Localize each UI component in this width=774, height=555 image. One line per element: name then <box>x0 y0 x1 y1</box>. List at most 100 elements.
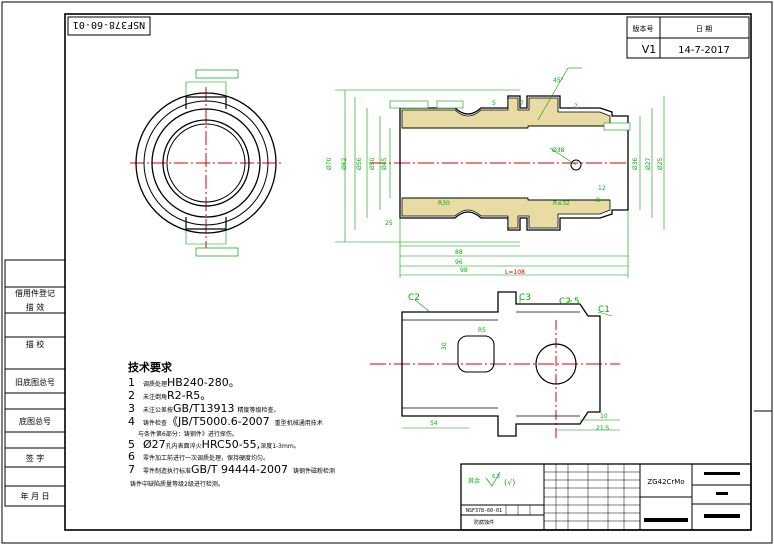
req4-num: 4 <box>128 415 135 428</box>
req6-num: 6 <box>128 450 135 463</box>
material: ZG42CrMo <box>647 478 684 486</box>
req2-num: 2 <box>128 389 135 402</box>
dim-38: Ø38 <box>552 147 565 154</box>
side-label-0: 借用件登记 <box>15 288 55 298</box>
req7-num: 7 <box>128 463 135 476</box>
section-view: Ø70 Ø62 Ø56 Ø50 Ø45 Ø36 Ø27 Ø25 Ø38 45° … <box>326 67 665 278</box>
req4-pre: 铸件检查 <box>143 419 167 427</box>
chamfer-c2: C2 <box>408 293 420 303</box>
side-label-4: 底图总号 <box>19 416 51 426</box>
revision-date: 14-7-2017 <box>678 45 730 56</box>
dim-54: 54 <box>430 420 438 427</box>
req2-pre: 未注倒角 <box>143 393 167 401</box>
dim-70: Ø70 <box>326 157 333 170</box>
dim-25: Ø25 <box>657 157 664 170</box>
req5-main2: HRC50-55, <box>202 438 261 451</box>
side-label-1: 描 效 <box>26 302 45 312</box>
dim-98: 98 <box>460 267 468 274</box>
dim-12: 12 <box>598 185 606 192</box>
surface-note-label: 其余 <box>468 477 480 485</box>
part-name: 防腐蚀件 <box>474 519 494 526</box>
req3-pre: 未注公差按 <box>143 406 173 414</box>
chamfer-c1: C1 <box>598 305 610 315</box>
dim-r32: R≤32 <box>553 200 570 207</box>
title-bar-1 <box>704 472 740 475</box>
req7-line2: 铸件中缺陷质量等级2级进行检测。 <box>130 480 224 488</box>
dim-215: 21.5 <box>596 425 610 432</box>
dim-30: 30 <box>441 342 448 350</box>
side-label-3: 旧底图总号 <box>15 377 55 387</box>
title-bar-4 <box>644 518 688 522</box>
dim-88: 88 <box>455 249 463 256</box>
dim-27: Ø27 <box>645 157 652 170</box>
req3-num: 3 <box>128 402 135 415</box>
drawing-number-box: NSF378-60-01 <box>67 16 151 36</box>
revision-col1: 版本号 <box>633 24 654 33</box>
title-block: ZG42CrMo NSF378-60-01 防腐蚀件 <box>460 463 752 531</box>
svg-text:(√): (√) <box>504 478 515 487</box>
side-table: 借用件登记 描 效 描 校 旧底图总号 底图总号 签 字 年 月 日 <box>4 259 66 507</box>
req1-main: HB240-280。 <box>167 376 240 389</box>
side-view: C2 C3 C2.5 C1 54 10 21.5 30 R5 <box>370 291 620 440</box>
req7-pre: 零件制造执行标准 <box>143 467 191 475</box>
dim-2: 2 <box>574 103 578 110</box>
side-label-6: 年 月 日 <box>20 491 49 501</box>
req5-post2: 深度1-3mm。 <box>260 442 300 450</box>
dim-l108: L=108 <box>505 269 525 276</box>
side-label-5: 签 字 <box>26 453 45 463</box>
title-bar-2 <box>716 492 728 495</box>
chamfer-c25: C2.5 <box>559 297 580 307</box>
req1-pre: 调质处理 <box>143 380 167 388</box>
chamfer-c3: C3 <box>519 293 531 303</box>
dim-10: 10 <box>600 413 608 420</box>
dim-50: Ø50 <box>369 157 376 170</box>
req3-post: 精度等级检查。 <box>238 406 280 414</box>
drawing-number-rotated: NSF378-60-01 <box>73 19 145 30</box>
req1-num: 1 <box>128 376 135 389</box>
req6-pre: 零件加工前进行一次调质处理 <box>143 454 221 462</box>
dim-8: 8 <box>596 197 600 204</box>
req4-extra: 重型机械通用技术 <box>275 419 323 427</box>
dim-5: 5 <box>492 100 496 107</box>
revision-header: 版本号 日 期 V1 14-7-2017 <box>626 16 750 59</box>
end-view <box>130 69 282 258</box>
req5-num: 5 <box>128 438 135 451</box>
dim-45: Ø45 <box>381 157 388 170</box>
dim-r5: R5 <box>478 327 486 334</box>
dim-96: 96 <box>455 259 463 266</box>
dim-36: Ø36 <box>632 157 639 170</box>
inner-border <box>64 13 752 531</box>
req7-post: 铸钢件磁粉检测 <box>293 467 335 475</box>
dim-45deg: 45° <box>553 77 564 84</box>
part-code: NSF378-60-01 <box>466 508 502 514</box>
req5-main: Ø27 <box>143 438 166 451</box>
title-bar-3 <box>704 514 740 518</box>
outer-border <box>1 1 773 544</box>
req2-main: R2-R5。 <box>167 389 211 402</box>
surface-note: 其余 6.3 (√) <box>468 471 515 487</box>
tech-title: 技术要求 <box>128 360 173 374</box>
side-label-2: 描 校 <box>26 339 45 349</box>
req5-post: 孔内表面淬火 <box>166 442 202 450</box>
surface-note-value: 6.3 <box>492 474 500 480</box>
req3-main: GB/T13913 <box>173 402 235 415</box>
req6-post: ，保持硬度均匀。 <box>221 454 269 462</box>
dim-56: Ø56 <box>356 157 363 170</box>
revision-version: V1 <box>642 43 657 56</box>
dim-25b: 25 <box>385 220 393 227</box>
req7-main: GB/T 94444-2007 <box>191 463 288 476</box>
req4-line2: 与条件第6部分：铸钢件》进行探伤。 <box>138 430 238 438</box>
dim-7: 7 <box>520 100 524 107</box>
dim-62: Ø62 <box>341 157 348 170</box>
dim-r30: R30 <box>438 200 450 207</box>
revision-col2: 日 期 <box>696 25 712 33</box>
